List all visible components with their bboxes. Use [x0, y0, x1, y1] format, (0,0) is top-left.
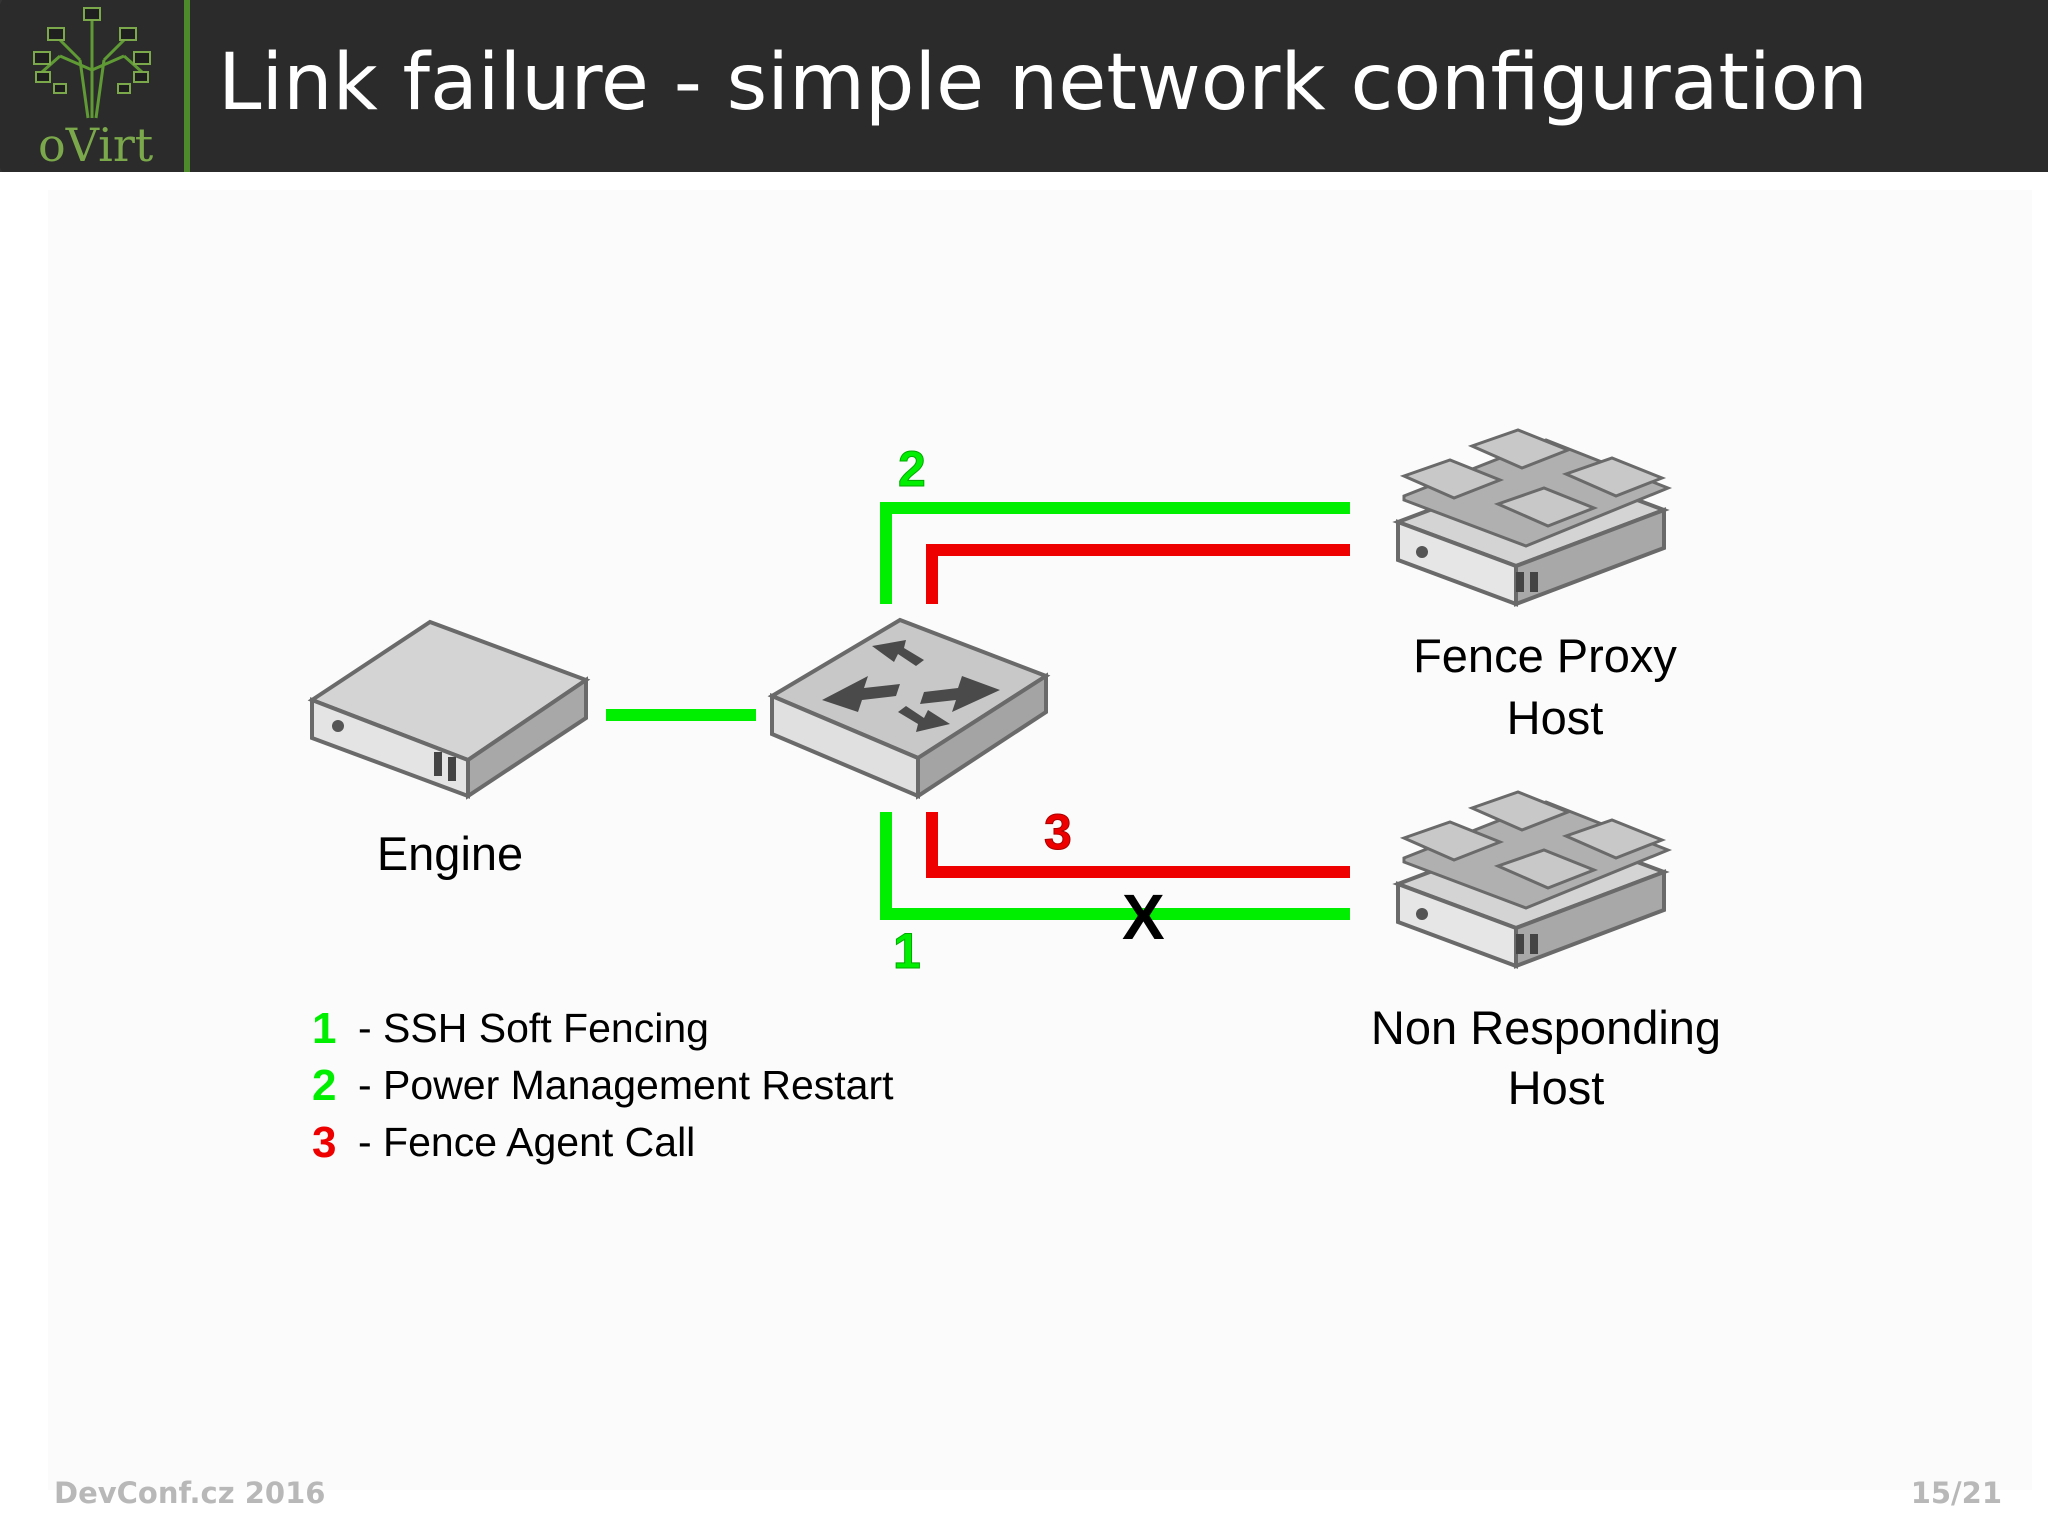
legend: 1 - SSH Soft Fencing 2 - Power Managemen… [312, 1000, 894, 1171]
fence-proxy-label-line1: Fence Proxy [1413, 629, 1677, 682]
ovirt-logo: oVirt [0, 0, 184, 172]
slide-header: oVirt Link failure - simple network conf… [0, 0, 2048, 172]
legend-item: 2 - Power Management Restart [312, 1057, 894, 1114]
non-responding-label-line2: Host [1507, 1061, 1605, 1114]
legend-number: 1 [312, 1003, 337, 1053]
path-3-upper-line [926, 544, 1350, 604]
legend-number: 3 [312, 1117, 337, 1167]
legend-text: - SSH Soft Fencing [358, 1005, 709, 1051]
legend-text: - Power Management Restart [358, 1062, 894, 1108]
footer-page-number: 15/21 [1910, 1476, 2002, 1510]
footer-conference: DevConf.cz 2016 [54, 1476, 326, 1510]
path-3-lower-line [926, 812, 1350, 878]
path-1-line [880, 812, 1350, 920]
tree-icon [33, 7, 151, 119]
legend-item: 3 - Fence Agent Call [312, 1114, 894, 1171]
slide-content-area [48, 190, 2032, 1490]
legend-item: 1 - SSH Soft Fencing [312, 1000, 894, 1057]
path-label-2: 2 [898, 441, 927, 498]
logo-text: oVirt [38, 118, 154, 172]
path-label-3: 3 [1044, 804, 1073, 861]
non-responding-host-icon [1392, 790, 1673, 969]
legend-text: - Fence Agent Call [358, 1119, 696, 1165]
header-separator [184, 0, 190, 172]
legend-number: 2 [312, 1060, 337, 1110]
slide-title: Link failure - simple network configurat… [218, 38, 1868, 128]
engine-server-icon [307, 619, 591, 800]
engine-label: Engine [376, 827, 524, 880]
fence-proxy-host-icon [1392, 428, 1673, 607]
path-2-line [880, 502, 1350, 604]
path-label-1: 1 [893, 923, 922, 980]
non-responding-label-line1: Non Responding [1370, 1001, 1722, 1054]
link-failure-mark: X [1122, 881, 1165, 953]
fence-proxy-label-line2: Host [1506, 691, 1604, 744]
network-switch-icon [767, 617, 1051, 800]
